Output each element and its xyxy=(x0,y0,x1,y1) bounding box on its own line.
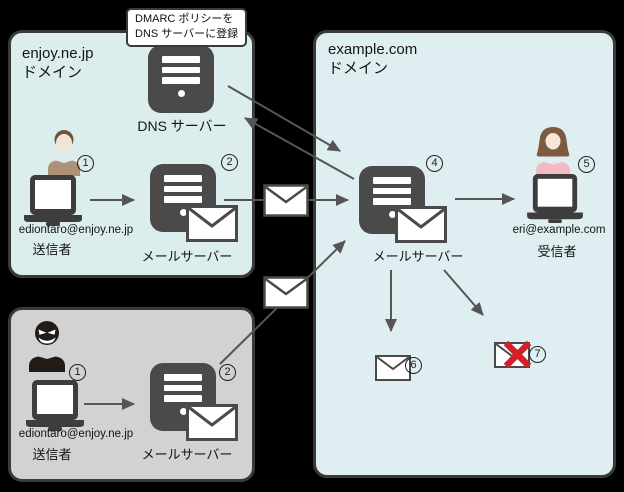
callout-line1: DMARC ポリシーを xyxy=(135,13,234,25)
sender-domain-subtitle: ドメイン xyxy=(22,64,83,81)
attacker-email: ediontaro@enjoy.ne.jp xyxy=(18,428,134,440)
attacker-mailserver-icon xyxy=(150,363,216,431)
receiver-avatar-icon xyxy=(536,127,570,176)
receiver-laptop-icon xyxy=(527,174,583,224)
receiver-role-label: 受信者 xyxy=(537,244,577,259)
step-badge: 7 xyxy=(529,346,546,363)
step-badge: 5 xyxy=(578,156,595,173)
step-badge: 6 xyxy=(405,357,422,374)
receiver-email: eri@example.com xyxy=(512,224,606,236)
envelope-icon xyxy=(186,404,238,441)
spoofed-mail-in-transit-icon xyxy=(263,276,309,309)
receiver-mailserver-label: メールサーバー xyxy=(372,249,464,264)
envelope-icon xyxy=(186,205,238,242)
sender-domain-title: enjoy.ne.jp xyxy=(22,45,94,62)
dns-server-icon xyxy=(148,45,214,113)
sender-mailserver-label: メールサーバー xyxy=(141,249,233,264)
arrow-mailserver4-to-dns xyxy=(244,117,355,180)
sender-avatar-icon xyxy=(48,130,80,176)
step-badge: 2 xyxy=(221,154,238,171)
arrow-to-rejected-mail xyxy=(443,269,484,316)
reject-x-icon xyxy=(503,340,532,369)
attacker-avatar-icon xyxy=(29,321,65,372)
callout-line2: DNS サーバーに登録 xyxy=(135,27,239,40)
sender-laptop-icon xyxy=(24,175,82,226)
step-badge: 2 xyxy=(219,364,236,381)
sender-role-label: 送信者 xyxy=(32,242,72,257)
dmarc-policy-callout: DMARC ポリシーを DNS サーバーに登録 xyxy=(126,8,248,47)
envelope-icon xyxy=(395,206,447,243)
dns-server-label: DNS サーバー xyxy=(137,118,227,134)
step-badge: 1 xyxy=(77,155,94,172)
step-badge: 4 xyxy=(426,155,443,172)
sender-email: ediontaro@enjoy.ne.jp xyxy=(18,224,134,236)
arrow-dns-to-mailserver4 xyxy=(227,85,341,152)
attacker-role-label: 送信者 xyxy=(32,447,72,462)
receiver-domain-box: example.com ドメイン xyxy=(313,30,616,478)
attacker-laptop-icon xyxy=(26,380,84,431)
receiver-domain-subtitle: ドメイン xyxy=(328,60,389,77)
attacker-mailserver-label: メールサーバー xyxy=(141,447,233,462)
mail-in-transit-icon xyxy=(263,184,309,217)
receiver-domain-title: example.com xyxy=(328,41,418,58)
step-badge: 1 xyxy=(69,364,86,381)
